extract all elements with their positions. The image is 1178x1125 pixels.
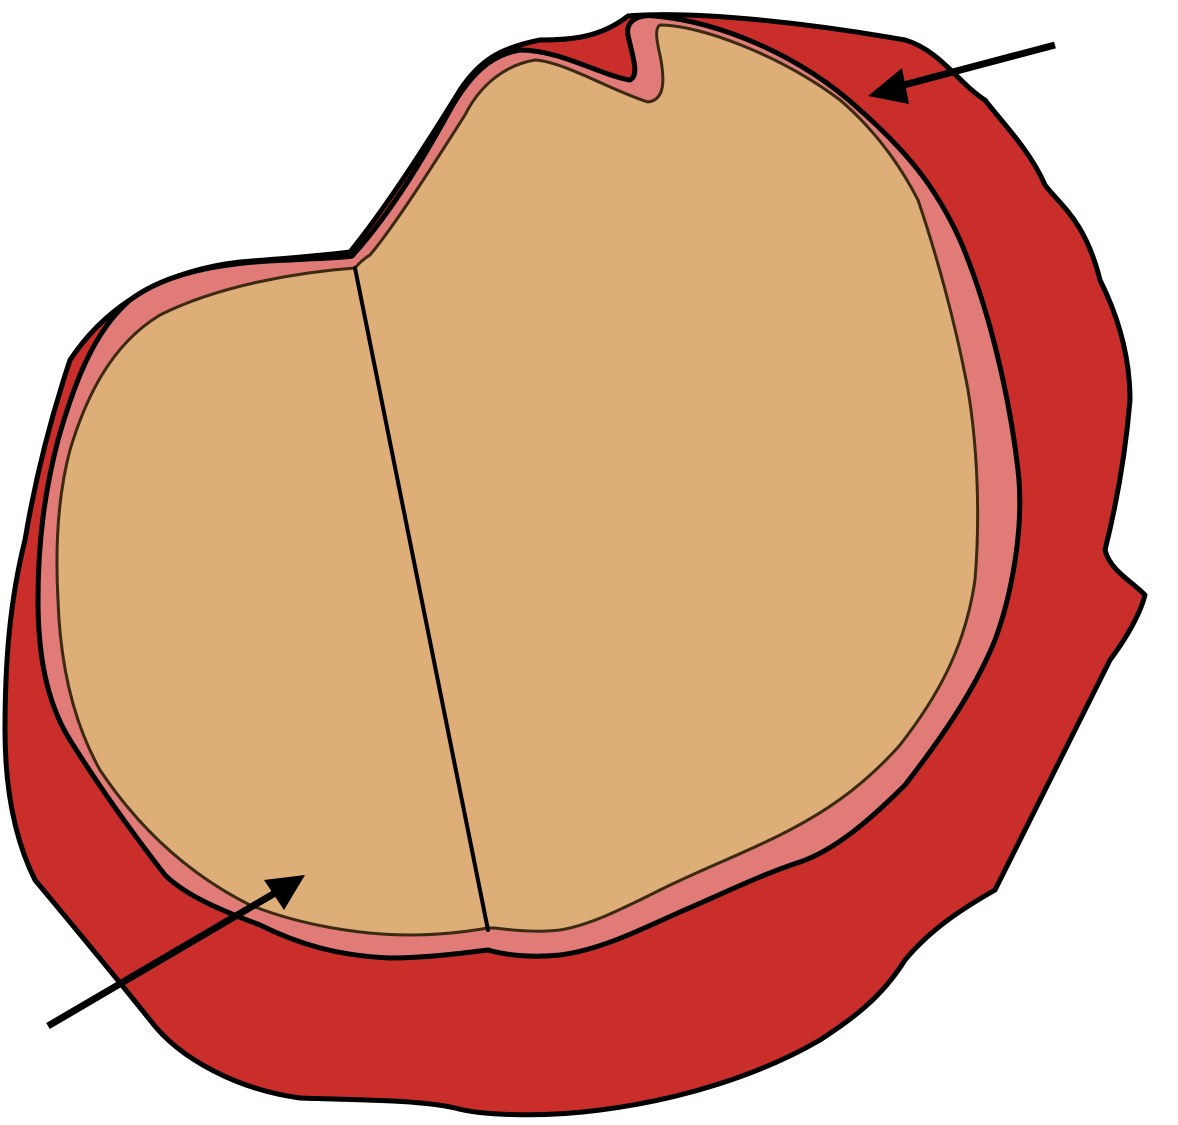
dividing-seam	[353, 266, 490, 932]
inner-body-left	[55, 266, 490, 937]
arrow-top-right	[868, 41, 1056, 104]
arrow-bottom-left	[46, 875, 305, 1030]
inner-body-right	[353, 23, 980, 933]
